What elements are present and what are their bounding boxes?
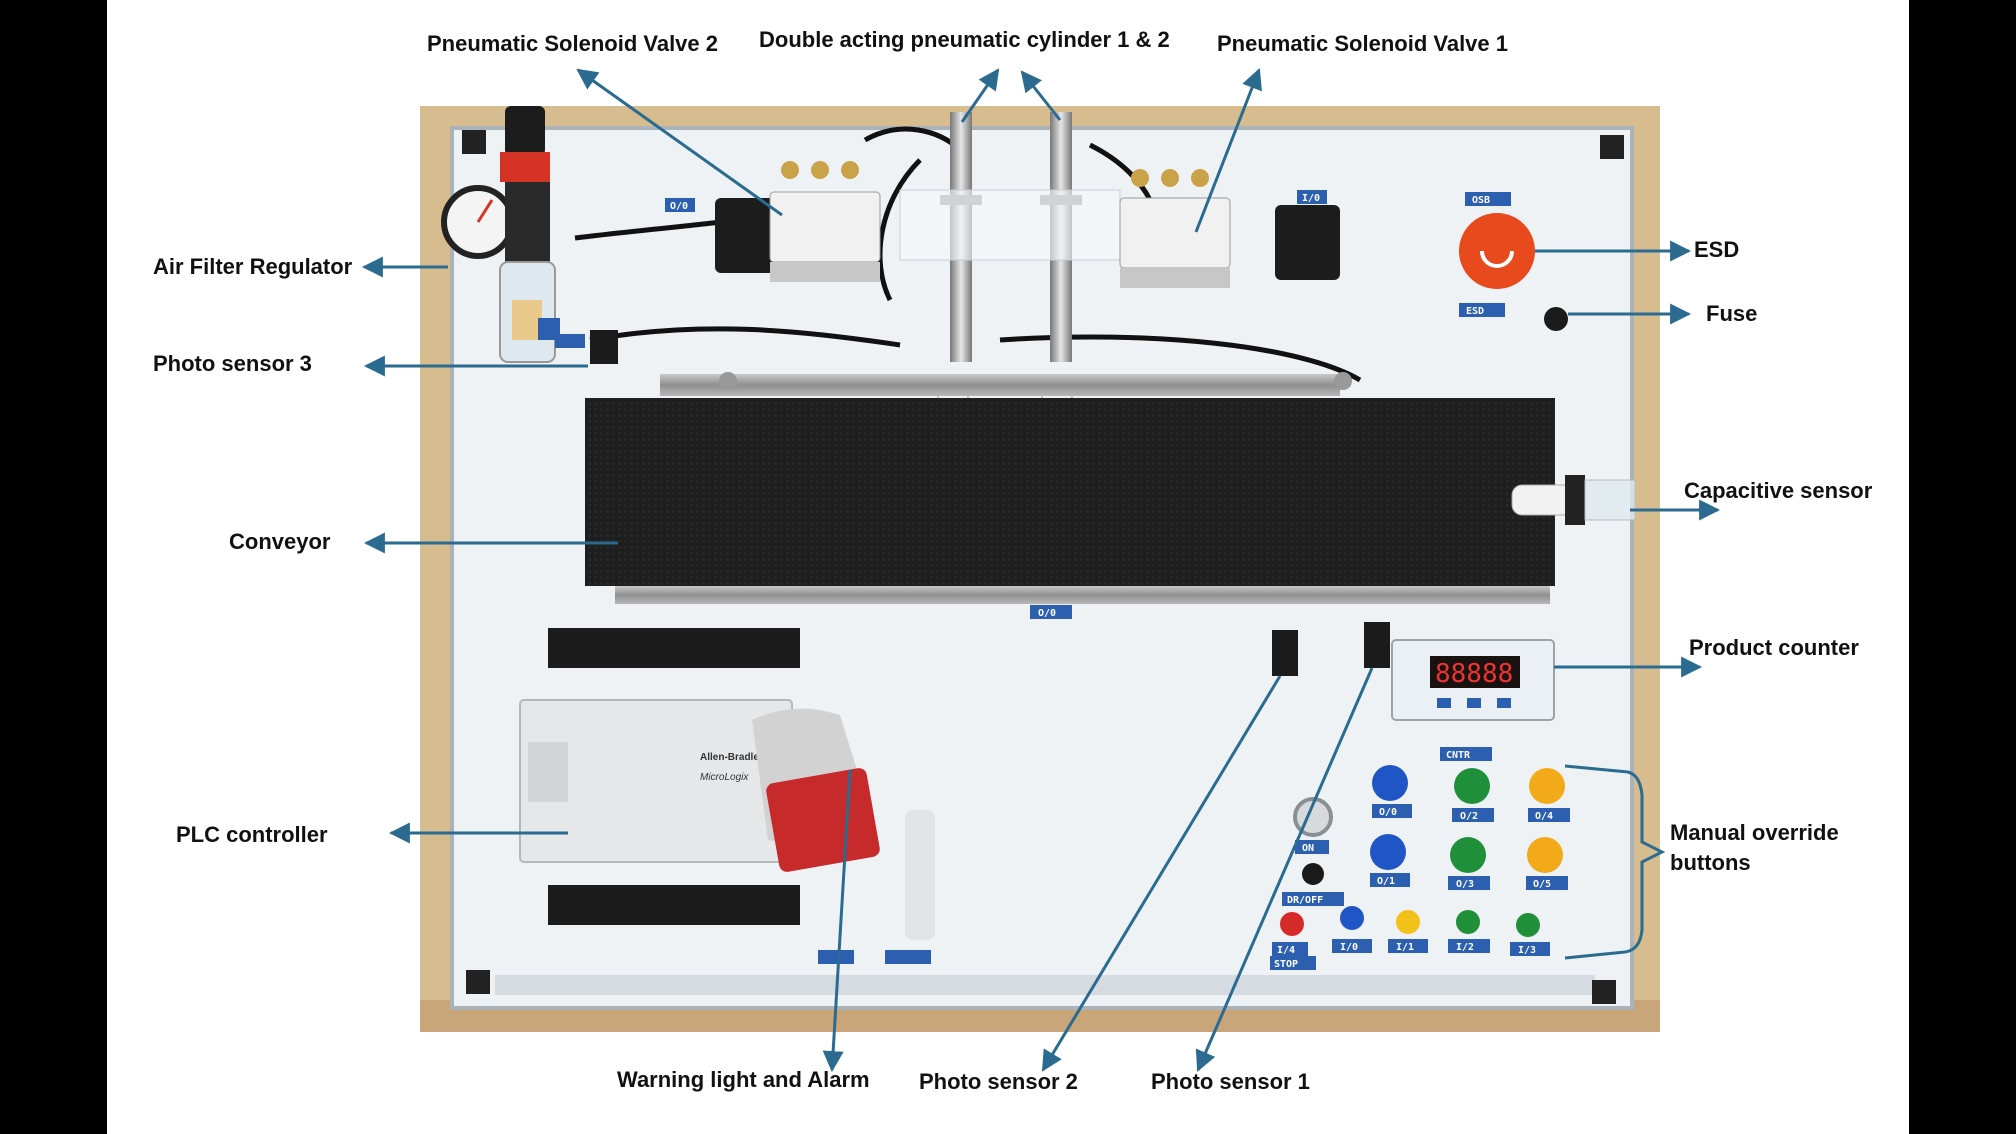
btn-i0-tag: I/0 bbox=[1340, 942, 1358, 953]
warning-light-alarm bbox=[752, 708, 935, 964]
arrow-photo-sensor-2 bbox=[1041, 675, 1282, 1072]
btn-o5-tag: O/5 bbox=[1533, 879, 1551, 890]
label-photo-sensor-3: Photo sensor 3 bbox=[153, 351, 312, 376]
btn-o2-tag: O/2 bbox=[1460, 811, 1478, 822]
arrow-cylinder-1 bbox=[960, 68, 1000, 123]
arrow-photo-sensor-1 bbox=[1195, 667, 1374, 1072]
counter-tag: CNTR bbox=[1446, 750, 1471, 761]
photo-sensor-1 bbox=[1364, 622, 1390, 668]
label-cylinders: Double acting pneumatic cylinder 1 & 2 bbox=[759, 27, 1170, 52]
stop-tag: STOP bbox=[1274, 959, 1298, 970]
label-warning-light: Warning light and Alarm bbox=[617, 1067, 870, 1092]
label-product-counter: Product counter bbox=[1689, 635, 1859, 660]
conveyor-tag: O/0 bbox=[1038, 608, 1056, 619]
btn-o4-tag: O/4 bbox=[1535, 811, 1553, 822]
fuse-holder bbox=[1544, 307, 1568, 331]
arrow-solenoid-valve-2 bbox=[576, 68, 783, 217]
air-filter-regulator bbox=[441, 106, 560, 363]
label-solenoid-valve-1: Pneumatic Solenoid Valve 1 bbox=[1217, 31, 1508, 56]
btn-o0-tag: O/0 bbox=[1379, 807, 1397, 818]
plc-model: MicroLogix bbox=[700, 772, 749, 783]
label-manual-override: Manual override buttons bbox=[1670, 820, 1839, 875]
corner-bracket bbox=[1600, 135, 1624, 159]
label-solenoid-valve-2: Pneumatic Solenoid Valve 2 bbox=[427, 31, 718, 56]
btn-i3-tag: I/3 bbox=[1518, 945, 1536, 956]
plc-brand: Allen-Bradley bbox=[700, 752, 765, 763]
product-counter: 88888 CNTR bbox=[1391, 639, 1555, 761]
on-tag: ON bbox=[1302, 843, 1314, 854]
label-conveyor: Conveyor bbox=[229, 529, 331, 554]
label-photo-sensor-1: Photo sensor 1 bbox=[1151, 1069, 1310, 1094]
label-capacitive-sensor: Capacitive sensor bbox=[1684, 478, 1873, 503]
callout-arrows bbox=[361, 68, 1721, 1073]
corner-bracket bbox=[466, 970, 490, 994]
corner-bracket bbox=[1592, 980, 1616, 1004]
label-photo-sensor-2: Photo sensor 2 bbox=[919, 1069, 1078, 1094]
sensor-3-tag bbox=[555, 334, 585, 348]
photo-sensor-3 bbox=[590, 330, 618, 364]
arrow-solenoid-valve-1 bbox=[1194, 68, 1262, 233]
arrow-warning-light bbox=[822, 769, 852, 1073]
btn-i1-tag: I/1 bbox=[1396, 942, 1414, 953]
label-plc-controller: PLC controller bbox=[176, 822, 328, 847]
capacitive-sensor bbox=[1511, 475, 1636, 525]
solenoid-valve-2: O/0 bbox=[665, 161, 881, 282]
esd-button: OSB ESD bbox=[1459, 192, 1535, 317]
bracket-manual-override bbox=[1564, 764, 1666, 960]
btn-i2-tag: I/2 bbox=[1456, 942, 1474, 953]
btn-o3-tag: O/3 bbox=[1456, 879, 1474, 890]
arrow-cylinder-2 bbox=[1020, 70, 1062, 121]
valve-2-tag: O/0 bbox=[670, 201, 688, 212]
label-esd: ESD bbox=[1694, 237, 1740, 262]
label-air-filter-regulator: Air Filter Regulator bbox=[153, 254, 353, 279]
btn-o1-tag: O/1 bbox=[1377, 876, 1395, 887]
corner-bracket bbox=[462, 130, 486, 154]
photo-sensor-2 bbox=[1272, 630, 1298, 676]
manual-override-panel: ON DR/OFF I/4 STOP O/0 O/2 O/4 O/1 O/3 O… bbox=[1270, 765, 1570, 970]
conveyor-belt: O/0 bbox=[585, 372, 1555, 619]
dr-off-tag: DR/OFF bbox=[1287, 895, 1323, 906]
plc-controller: Allen-Bradley MicroLogix bbox=[519, 628, 800, 925]
stop-num-tag: I/4 bbox=[1277, 945, 1295, 956]
label-fuse: Fuse bbox=[1706, 301, 1758, 326]
esd-bottom-tag: ESD bbox=[1466, 306, 1484, 317]
esd-top-tag: OSB bbox=[1472, 195, 1490, 206]
counter-display: 88888 bbox=[1435, 659, 1513, 689]
valve-1-tag: I/0 bbox=[1302, 193, 1320, 204]
